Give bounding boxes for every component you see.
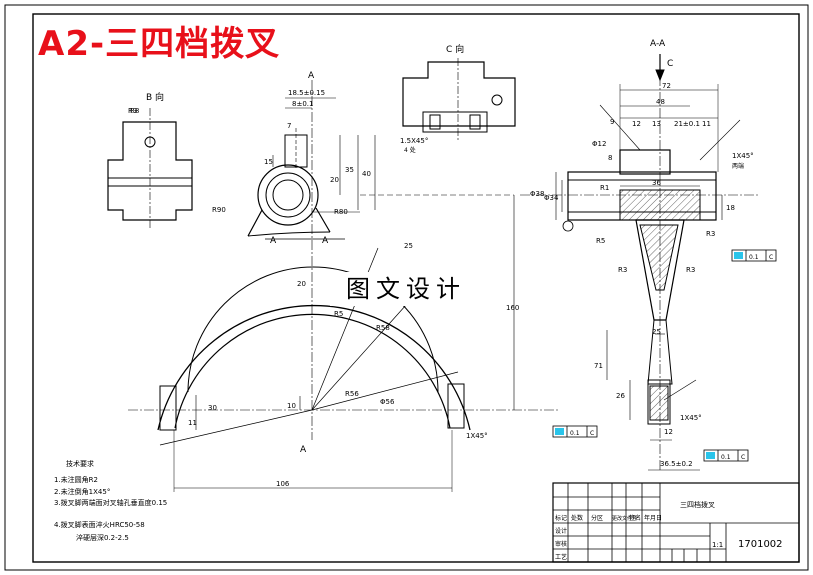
tol1-value: 0.1 xyxy=(749,254,759,261)
dim-15: 15 xyxy=(264,158,273,166)
dim-11: 11 xyxy=(188,419,197,427)
tb-drawing-no: 1701002 xyxy=(738,539,783,550)
front-section-a2: A xyxy=(322,236,329,246)
sec-dim-phi34: Φ34 xyxy=(544,194,559,202)
dim-106: 106 xyxy=(276,480,290,488)
note-2: 2.未注倒角1X45° xyxy=(54,487,110,496)
sec-dim-25: 25 xyxy=(652,328,661,336)
sec-dim-r3b: R3 xyxy=(686,266,695,274)
tb-header-4: 签名 xyxy=(629,514,641,522)
sec-dim-21: 21±0.1 xyxy=(674,120,700,128)
view-c-note: 4 处 xyxy=(404,146,416,154)
front-section-a1: A xyxy=(270,236,277,246)
front-label-a: A xyxy=(308,71,315,81)
dim-30: 30 xyxy=(208,404,217,412)
tolerance-frames xyxy=(552,249,777,462)
dim-1x45: 1X45° xyxy=(466,432,488,440)
dim-r5: R5 xyxy=(334,310,343,318)
sec-dim-36: 36 xyxy=(652,179,661,187)
note-5: 淬硬层深0.2-2.5 xyxy=(76,533,129,542)
sec-dim-phi12: Φ12 xyxy=(592,140,606,148)
tb-header-2: 分区 xyxy=(591,514,603,522)
front-bottom-a: A xyxy=(300,445,307,455)
sec-dim-1x45b: 1X45° xyxy=(680,414,702,422)
sec-dim-phi38: Φ38 xyxy=(530,190,544,198)
dim-10: 10 xyxy=(287,402,296,410)
view-b-title: B 向 xyxy=(146,91,164,103)
tb-row-0: 设计 xyxy=(555,527,567,535)
tb-header-5: 年月日 xyxy=(644,514,662,522)
dim-40: 40 xyxy=(362,170,371,178)
tb-scale: 1:1 xyxy=(712,541,723,549)
sec-dim-11: 11 xyxy=(702,120,711,128)
dim-r56: R56 xyxy=(345,390,359,398)
tol1-datum: C xyxy=(769,254,773,261)
section-arrow-c: C xyxy=(667,59,673,69)
tol3-datum: C xyxy=(741,454,745,461)
title-block xyxy=(552,482,800,563)
note-1: 1.未注圆角R2 xyxy=(54,475,98,484)
sec-dim-r1: R1 xyxy=(600,184,609,192)
dim-7: 7 xyxy=(287,122,291,130)
sec-dim-r3c: R3 xyxy=(706,230,715,238)
sec-dim-12: 12 xyxy=(632,120,641,128)
sec-dim-9: 9 xyxy=(610,118,614,126)
tb-row-1: 审核 xyxy=(555,540,567,548)
tb-header-1: 处数 xyxy=(571,514,583,522)
dim-8: 8±0.1 xyxy=(292,100,313,108)
sec-dim-13: 13 xyxy=(652,120,661,128)
view-section xyxy=(520,54,760,471)
inner-border xyxy=(32,13,800,563)
view-c-title: C 向 xyxy=(446,43,464,55)
dim-phi56: Φ56 xyxy=(380,398,395,406)
sec-chamfer-note: 两端 xyxy=(732,162,744,170)
dim-18-5: 18.5±0.15 xyxy=(288,89,325,97)
view-c-chamfer: 1.5X45° xyxy=(400,137,428,145)
tol2-datum: C xyxy=(590,430,594,437)
tb-header-3: 更改文件号 xyxy=(612,515,637,522)
notes-heading: 技术要求 xyxy=(66,459,94,468)
dim-20a: 20 xyxy=(330,176,339,184)
view-b-radius: R3 xyxy=(128,107,137,115)
dim-r58: R58 xyxy=(376,324,390,332)
dim-20b: 20 xyxy=(297,280,306,288)
tol3-value: 0.1 xyxy=(721,454,731,461)
outer-border xyxy=(4,4,809,571)
sec-dim-48: 48 xyxy=(656,98,665,106)
sec-dim-26: 26 xyxy=(616,392,625,400)
tb-row-2: 工艺 xyxy=(555,553,567,561)
sec-dim-r3a: R3 xyxy=(618,266,627,274)
dim-r8: R8 xyxy=(130,107,139,115)
sec-dim-71: 71 xyxy=(594,362,603,370)
note-3: 3.拨叉脚两端面对叉轴孔垂直度0.15 xyxy=(54,498,167,507)
sec-dim-1x45a: 1X45° xyxy=(732,152,754,160)
tol2-value: 0.1 xyxy=(570,430,580,437)
tb-header-0: 标记 xyxy=(555,514,567,522)
view-front xyxy=(128,80,560,492)
dim-r80: R80 xyxy=(334,208,348,216)
sec-dim-18: 18 xyxy=(726,204,735,212)
sec-dim-36-5: 36.5±0.2 xyxy=(660,460,693,468)
dim-r90: R90 xyxy=(212,206,226,214)
tb-part-name: 三四档拨叉 xyxy=(680,500,715,509)
sec-dim-8: 8 xyxy=(608,154,612,162)
section-title: A-A xyxy=(650,39,666,49)
dim-25: 25 xyxy=(404,242,413,250)
technical-notes: 技术要求 1.未注圆角R2 2.未注倒角1X45° 3.拨叉脚两端面对叉轴孔垂直… xyxy=(54,459,167,542)
sec-dim-12b: 12 xyxy=(664,428,673,436)
sec-dim-72: 72 xyxy=(662,82,671,90)
view-c: C 向 1.5X45° 4 处 xyxy=(400,43,516,154)
watermark-text: 图文设计 xyxy=(330,272,482,306)
dim-160: 160 xyxy=(506,304,519,312)
note-4: 4.拨叉脚表面淬火HRC50-58 xyxy=(54,520,145,529)
sec-dim-r5: R5 xyxy=(596,237,605,245)
dim-35: 35 xyxy=(345,166,354,174)
view-b: B 向 R3 xyxy=(107,91,193,228)
drawing-banner-title: A2-三四档拨叉 xyxy=(38,24,281,64)
